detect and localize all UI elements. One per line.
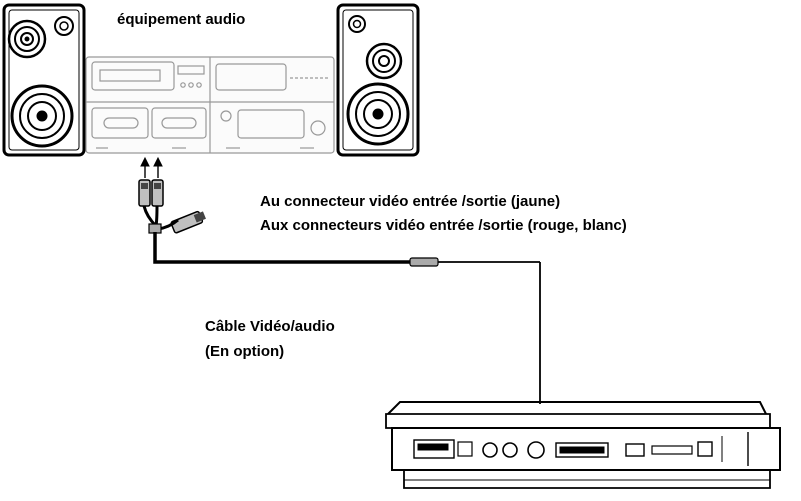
red-white-connector-label: Aux connecteurs vidéo entrée /sortie (ro…	[260, 217, 627, 234]
stereo-system-icon	[85, 56, 335, 154]
portable-dvd-player-icon	[385, 401, 781, 489]
equipment-label: équipement audio	[117, 11, 246, 28]
right-speaker-icon	[336, 3, 420, 157]
left-speaker-icon	[2, 3, 86, 157]
yellow-connector-label: Au connecteur vidéo entrée /sortie (jaun…	[260, 193, 561, 210]
cable-line	[153, 232, 541, 404]
arrows-icon	[140, 156, 163, 178]
rca-plug-icon	[138, 179, 206, 234]
optional-label: (En option)	[205, 343, 285, 360]
cable-label: Câble Vidéo/audio	[205, 318, 335, 335]
